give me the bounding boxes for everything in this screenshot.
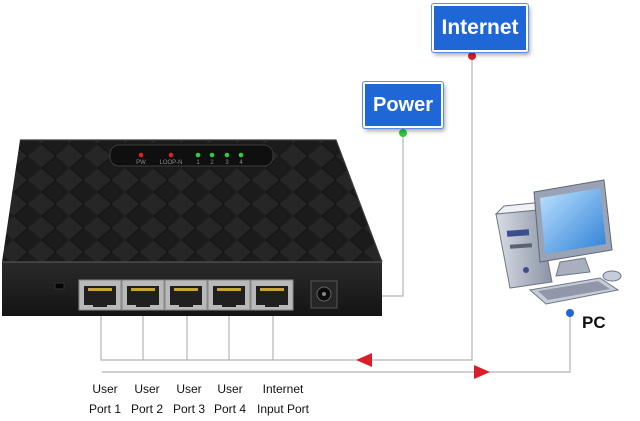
internet-callout: Internet: [432, 4, 528, 52]
rj45-port-2: [121, 279, 165, 311]
port-label-internet: Internet Input Port: [250, 379, 316, 419]
led-label: 4: [239, 160, 243, 166]
arrow-left-icon: [356, 353, 372, 367]
status-led-3: [195, 152, 201, 158]
port-label-line2: Input Port: [256, 402, 310, 416]
status-led-1: [138, 152, 144, 158]
status-led-2: [168, 152, 174, 158]
internet-callout-label: Internet: [441, 16, 519, 39]
dc-power-jack: [310, 280, 338, 309]
rj45-port-3: [164, 279, 208, 311]
port-label-user-2: User Port 2: [124, 379, 170, 419]
power-callout-label: Power: [372, 93, 434, 116]
pc-illustration: [494, 179, 622, 305]
switch-top-panel: [2, 140, 382, 262]
power-connector-dot: [399, 129, 407, 137]
pc-mouse: [602, 270, 622, 282]
port-label-line2: Port 1: [88, 402, 121, 416]
rj45-port-4: [207, 279, 251, 311]
led-label: LOOP-N: [159, 160, 182, 166]
pc-label: PC: [582, 313, 606, 332]
network-switch: PW LOOP-N 1 2 3 4: [2, 139, 383, 316]
port-label-user-3: User Port 3: [166, 379, 212, 419]
arrow-right-icon: [474, 365, 490, 379]
port-label-line1: User: [92, 382, 118, 396]
power-callout: Power: [363, 82, 443, 128]
port-label-user-4: User Port 4: [207, 379, 253, 419]
status-led-4: [209, 152, 215, 158]
rj45-port-internet: [250, 279, 294, 311]
port-label-line2: Port 4: [213, 402, 246, 416]
port-label-line2: Port 2: [130, 402, 163, 416]
pc-keyboard: [528, 277, 620, 305]
status-led-5: [224, 152, 230, 158]
port-label-line2: Port 3: [172, 402, 205, 416]
internet-connector-dot: [468, 52, 476, 60]
led-panel: [109, 144, 274, 167]
pc-connector-dot: [566, 309, 574, 317]
led-label: 1: [196, 160, 200, 166]
port-label-line1: Internet: [262, 382, 304, 396]
rj45-port-1: [78, 279, 122, 311]
port-label-line1: User: [134, 382, 160, 396]
port-label-line1: User: [217, 382, 243, 396]
pc-monitor: [533, 179, 613, 277]
side-indicator: [54, 282, 65, 290]
port-label-line1: User: [176, 382, 202, 396]
connection-lines: [100, 56, 571, 373]
led-label: 3: [225, 160, 229, 166]
led-label: PW: [136, 160, 146, 166]
port-label-user-1: User Port 1: [82, 379, 128, 419]
led-label: 2: [210, 160, 214, 166]
status-led-6: [238, 152, 244, 158]
